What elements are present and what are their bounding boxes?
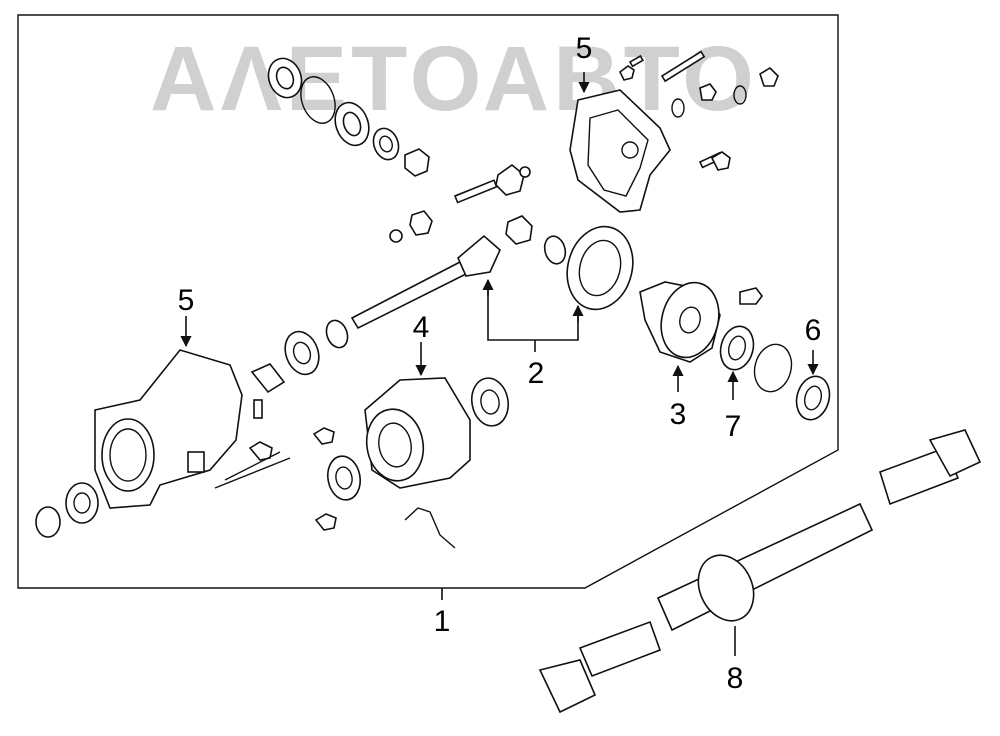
callout-1: 1 xyxy=(434,605,451,638)
callout-5-left: 5 xyxy=(178,284,195,317)
side-bearing xyxy=(719,325,793,393)
leader-2 xyxy=(487,282,579,341)
callout-8: 8 xyxy=(727,662,744,695)
drive-pinion xyxy=(284,234,501,376)
watermark-text: ΑΛΕΤΟΑΒΤΟ xyxy=(150,28,758,130)
differential-case xyxy=(639,281,763,363)
callout-3: 3 xyxy=(670,398,687,431)
cover-bolts xyxy=(618,50,779,171)
housing-seals-bolts xyxy=(312,377,510,549)
carrier-housing xyxy=(94,349,243,509)
callout-6: 6 xyxy=(805,314,822,347)
top-bearing-set xyxy=(267,57,430,177)
callout-7: 7 xyxy=(725,410,742,443)
side-seal xyxy=(795,375,831,421)
ring-gear xyxy=(566,225,634,311)
callout-5-top: 5 xyxy=(576,32,593,65)
callout-4: 4 xyxy=(413,311,430,344)
callout-2: 2 xyxy=(528,357,545,390)
carrier-small-parts xyxy=(35,363,291,538)
rear-cover-top xyxy=(569,89,671,213)
rear-housing xyxy=(364,377,471,489)
side-gear-set xyxy=(389,163,567,265)
propeller-shaft xyxy=(538,429,982,714)
assembly-outline xyxy=(17,14,839,589)
